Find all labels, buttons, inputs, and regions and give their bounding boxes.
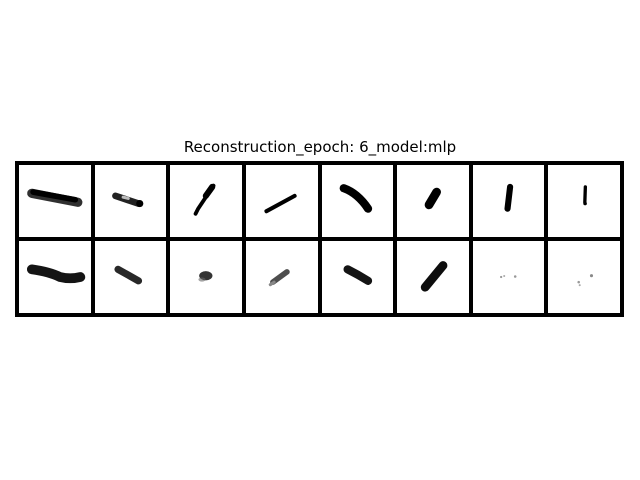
stroke-image bbox=[114, 265, 142, 285]
stroke-image bbox=[504, 183, 513, 212]
image-cell-r2-c8 bbox=[548, 241, 620, 313]
image-cell-r1-c6 bbox=[397, 165, 469, 237]
stroke-image bbox=[27, 188, 83, 207]
stroke-image bbox=[424, 187, 442, 210]
stroke-image bbox=[577, 274, 594, 287]
image-cell-r1-c8 bbox=[548, 165, 620, 237]
stroke-image bbox=[342, 265, 372, 285]
image-cell-r1-c5 bbox=[321, 165, 394, 237]
stroke-image bbox=[420, 261, 448, 292]
image-cell-r1-c2 bbox=[94, 165, 167, 237]
image-cell-r2-c4 bbox=[245, 241, 318, 313]
figure-title: Reconstruction_epoch: 6_model:mlp bbox=[183, 138, 457, 156]
image-cell-r1-c7 bbox=[472, 165, 545, 237]
image-cell-r1-c3 bbox=[170, 165, 242, 237]
stroke-image bbox=[193, 183, 216, 216]
image-cell-r2-c1 bbox=[19, 241, 91, 313]
stroke-image bbox=[264, 193, 297, 214]
image-cell-r1-c4 bbox=[245, 165, 318, 237]
stroke-image bbox=[26, 264, 86, 284]
image-cell-r2-c7 bbox=[472, 241, 545, 313]
image-cell-r2-c2 bbox=[94, 241, 167, 313]
image-cell-r2-c3 bbox=[170, 241, 242, 313]
stroke-image bbox=[499, 274, 517, 279]
image-cell-r2-c6 bbox=[397, 241, 469, 313]
image-cell-r2-c5 bbox=[321, 241, 394, 313]
stroke-image bbox=[198, 271, 213, 282]
stroke-image bbox=[111, 192, 143, 208]
image-cell-r1-c1 bbox=[19, 165, 91, 237]
stroke-image bbox=[268, 269, 290, 287]
stroke-image bbox=[339, 184, 372, 213]
reconstruction-grid bbox=[15, 161, 624, 317]
stroke-image bbox=[583, 185, 588, 206]
